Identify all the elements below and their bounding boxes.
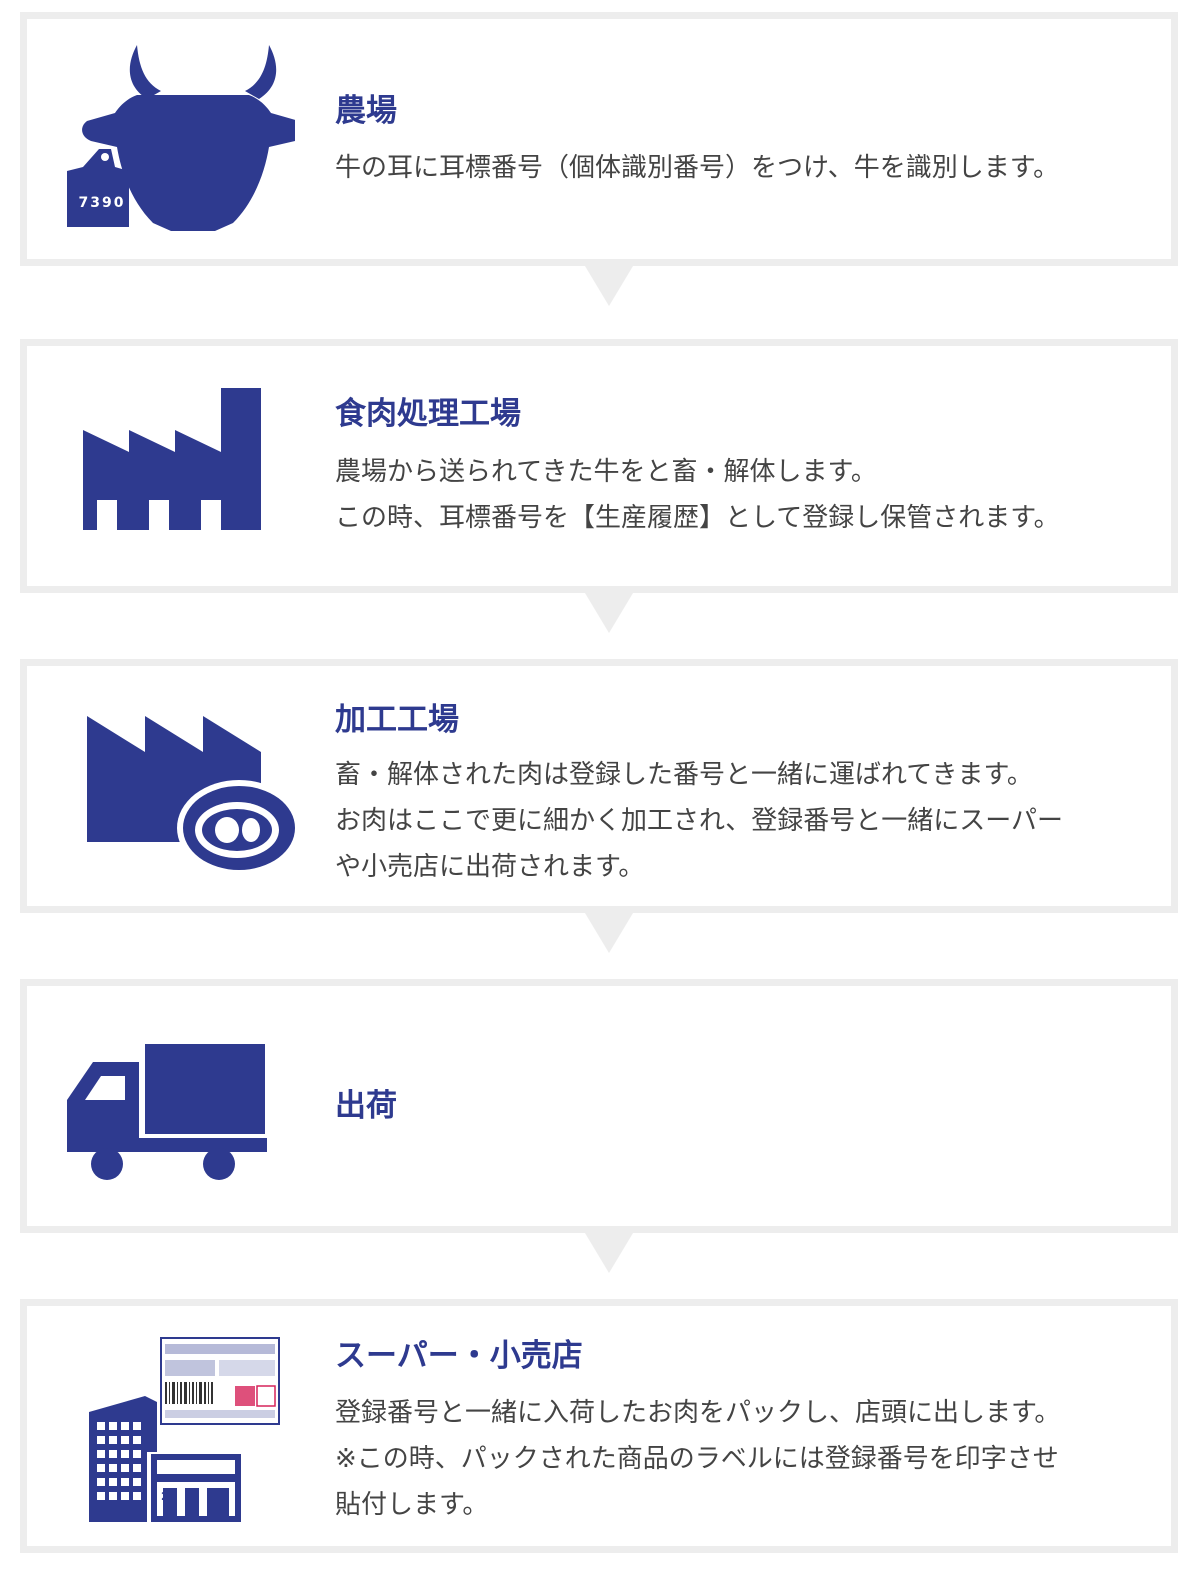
factory-icon xyxy=(83,388,263,530)
flow-arrow xyxy=(585,1233,633,1273)
step-description: 牛の耳に耳標番号（個体識別番号）をつけ、牛を識別します。 xyxy=(335,145,1059,191)
description-line: や小売店に出荷されます。 xyxy=(335,852,645,882)
description-line: ※この時、パックされた商品のラベルには登録番号を印字させ xyxy=(335,1444,1059,1474)
flow-arrow xyxy=(585,266,633,306)
step-description: 登録番号と一緒に入荷したお肉をパックし、店頭に出します。 ※この時、パックされた… xyxy=(335,1390,1060,1528)
step-description: 農場から送られてきた牛をと畜・解体します。 この時、耳標番号を【生産履歴】として… xyxy=(335,449,1060,541)
step-title: 食肉処理工場 xyxy=(335,396,521,432)
step-title: 出荷 xyxy=(335,1088,397,1124)
step-title: 農場 xyxy=(335,93,397,129)
step-title: スーパー・小売店 xyxy=(335,1338,583,1374)
store-sign-number: 24 xyxy=(161,1490,177,1503)
description-line: 登録番号と一緒に入荷したお肉をパックし、店頭に出します。 xyxy=(335,1398,1061,1428)
step-card-retail: 24 スーパー・小売店 登録番号と一緒に入荷したお肉をパックし、店頭に出します。… xyxy=(20,1299,1178,1553)
flow-arrow xyxy=(585,913,633,953)
cow-icon: 7390 xyxy=(65,41,304,231)
step-card-processing-plant: 加工工場 畜・解体された肉は登録した番号と一緒に運ばれてきます。 お肉はここで更… xyxy=(20,659,1178,913)
truck-icon xyxy=(67,1038,273,1188)
factory-meat-icon xyxy=(87,712,307,876)
description-line: この時、耳標番号を【生産履歴】として登録し保管されます。 xyxy=(335,503,1060,533)
description-line: 畜・解体された肉は登録した番号と一緒に運ばれてきます。 xyxy=(335,760,1033,790)
step-title: 加工工場 xyxy=(335,702,459,738)
description-line: 貼付します。 xyxy=(335,1490,489,1520)
ear-tag-number: 7390 xyxy=(78,195,126,211)
step-card-farm: 7390 農場 牛の耳に耳標番号（個体識別番号）をつけ、牛を識別します。 xyxy=(20,12,1178,266)
store-icon: 24 xyxy=(85,1336,305,1522)
description-line: 牛の耳に耳標番号（個体識別番号）をつけ、牛を識別します。 xyxy=(335,153,1060,183)
step-card-shipping: 出荷 xyxy=(20,979,1178,1233)
step-description: 畜・解体された肉は登録した番号と一緒に運ばれてきます。 お肉はここで更に細かく加… xyxy=(335,752,1063,890)
description-line: 農場から送られてきた牛をと畜・解体します。 xyxy=(335,457,877,487)
description-line: お肉はここで更に細かく加工され、登録番号と一緒にスーパー xyxy=(335,806,1064,836)
step-card-slaughterhouse: 食肉処理工場 農場から送られてきた牛をと畜・解体します。 この時、耳標番号を【生… xyxy=(20,339,1178,593)
flow-arrow xyxy=(585,593,633,633)
